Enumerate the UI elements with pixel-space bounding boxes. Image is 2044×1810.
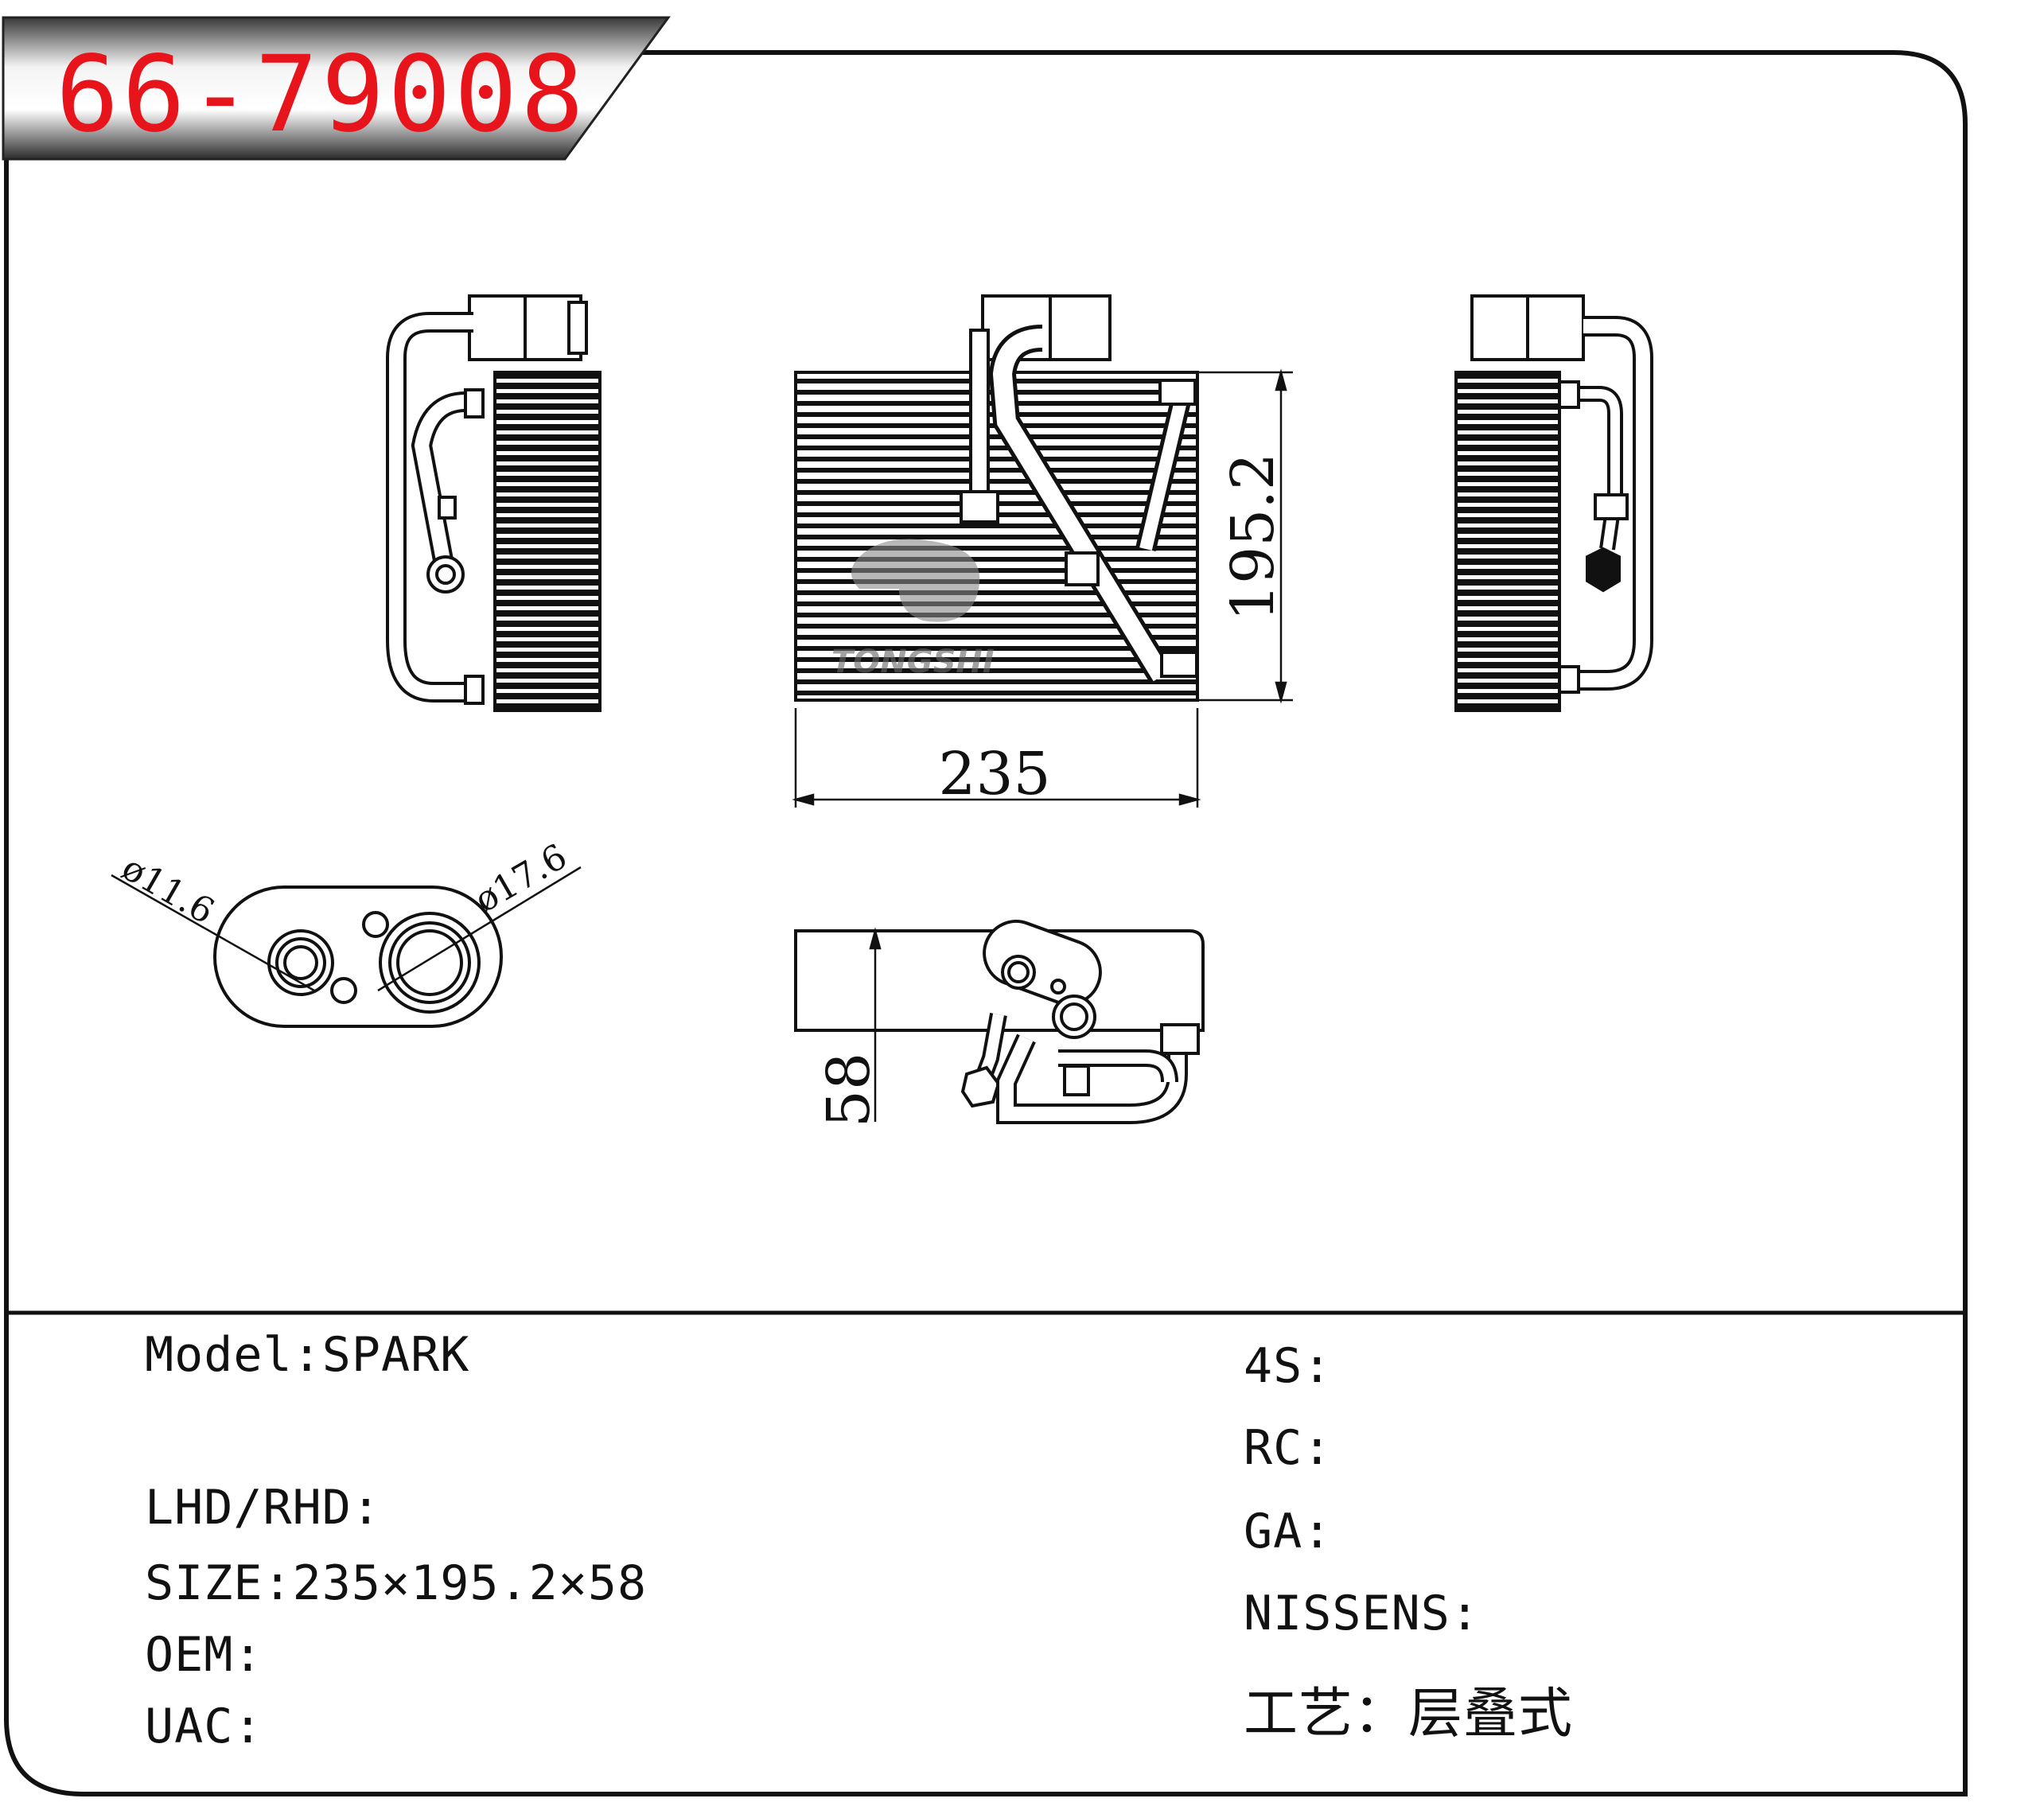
spec-nissens-label: NISSENS — [1244, 1586, 1450, 1641]
spec-lhd-rhd: LHD/RHD: — [145, 1480, 381, 1536]
watermark-text: TONGSHI — [831, 644, 995, 680]
top-view — [794, 920, 1205, 1124]
port-small-diameter: ø11.6 — [115, 847, 221, 932]
spec-uac: UAC: — [145, 1699, 263, 1754]
dimension-width: 235 — [938, 740, 1050, 808]
spec-ga-sep: : — [1302, 1504, 1333, 1559]
spec-ga: GA: — [1244, 1504, 1332, 1559]
spec-4s: 4S: — [1244, 1338, 1332, 1394]
spec-model-sep: : — [292, 1327, 322, 1383]
spec-size-value: 235×195.2×58 — [292, 1555, 648, 1611]
title-banner — [2, 16, 671, 161]
spec-size-label: SIZE — [145, 1555, 263, 1611]
spec-oem-label: OEM — [145, 1627, 234, 1683]
spec-size-sep: : — [263, 1555, 293, 1611]
spec-nissens: NISSENS: — [1244, 1586, 1480, 1641]
spec-rc-sep: : — [1302, 1420, 1333, 1476]
top-view-dimension — [869, 927, 882, 1122]
spec-rc-label: RC — [1244, 1420, 1303, 1476]
port-large-diameter: ø17.6 — [468, 836, 574, 921]
port-flange-detail — [213, 886, 503, 1028]
spec-nissens-sep: : — [1450, 1586, 1480, 1641]
spec-process: 工艺：层叠式 — [1244, 1669, 1573, 1748]
spec-process-sep: ： — [1353, 1683, 1409, 1746]
left-side-view — [386, 294, 602, 712]
spec-uac-sep: : — [233, 1699, 263, 1754]
spec-process-label: 工艺 — [1244, 1683, 1354, 1746]
spec-4s-label: 4S — [1244, 1338, 1303, 1394]
spec-rc: RC: — [1244, 1420, 1332, 1476]
spec-size: SIZE:235×195.2×58 — [145, 1555, 647, 1611]
spec-model-label: Model — [145, 1327, 293, 1383]
spec-oem-sep: : — [233, 1627, 263, 1683]
dimension-depth: 58 — [815, 1053, 883, 1127]
spec-model-value: SPARK — [321, 1327, 470, 1383]
front-dimensions — [792, 368, 1293, 808]
front-view — [794, 294, 1199, 702]
right-side-view — [1454, 294, 1653, 712]
spec-4s-sep: : — [1302, 1338, 1333, 1394]
sheet-border — [4, 50, 1968, 1796]
spec-lhd-rhd-sep: : — [351, 1480, 381, 1536]
brand-watermark: TONGSHI — [831, 539, 995, 680]
spec-model: Model:SPARK — [145, 1327, 469, 1383]
dimension-height: 195.2 — [1219, 453, 1287, 621]
part-number: 66-79008 — [56, 33, 587, 156]
spec-uac-label: UAC — [145, 1699, 234, 1754]
port-leaders — [111, 866, 582, 992]
spec-process-value: 层叠式 — [1408, 1683, 1574, 1746]
spec-ga-label: GA — [1244, 1504, 1303, 1559]
spec-lhd-rhd-label: LHD/RHD — [145, 1480, 352, 1536]
spec-oem: OEM: — [145, 1627, 263, 1683]
